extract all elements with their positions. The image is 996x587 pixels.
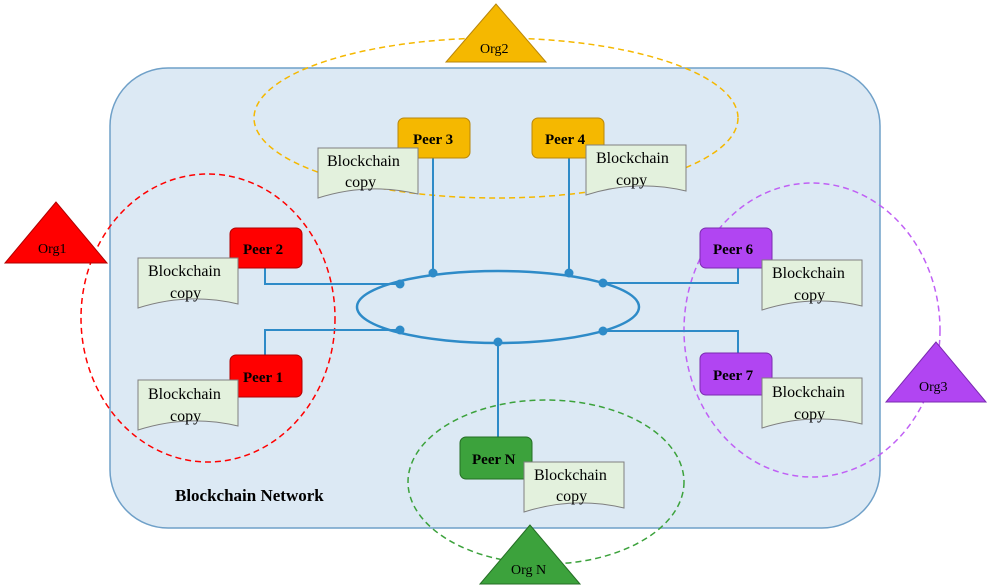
ring-node [395, 279, 405, 289]
peer-3-label: Peer 3 [413, 132, 453, 148]
peer-3-doc-line2: copy [345, 174, 376, 191]
ring-node [564, 268, 574, 278]
peer-1-group: Peer 1 Blockchain copy [137, 354, 303, 431]
peer-1-label: Peer 1 [243, 370, 283, 386]
peer-4-group: Peer 4 Blockchain copy [531, 117, 687, 196]
peer-7-box [699, 352, 773, 396]
org1-marker: Org1 [3, 201, 109, 264]
org1-boundary [80, 173, 336, 463]
peer-4-doc-line2: copy [616, 172, 647, 189]
peer-2-box [229, 227, 303, 269]
ring-node [428, 268, 438, 278]
org3-label: Org3 [919, 380, 948, 395]
org2-marker: Org2 [444, 3, 548, 63]
peer-4-label: Peer 4 [545, 132, 586, 148]
orgN-label: Org N [511, 563, 546, 578]
peer-n-doc-icon [523, 461, 625, 513]
peer-1-doc-line1: Blockchain [148, 386, 221, 403]
peer-n-label: Peer N [472, 452, 516, 468]
org1-label: Org1 [38, 242, 67, 257]
peer-n-doc-line2: copy [556, 488, 587, 505]
peer-1-doc-icon [137, 379, 239, 431]
link-peer1 [264, 329, 400, 355]
peer-7-doc-icon [761, 377, 863, 429]
peer-2-doc-line1: Blockchain [148, 263, 221, 280]
network-links [264, 158, 739, 437]
peer-2-label: Peer 2 [243, 242, 283, 258]
org2-label: Org2 [480, 42, 509, 57]
peer-2-doc-icon [137, 257, 239, 309]
org3-triangle [884, 341, 988, 403]
ring-node [395, 325, 405, 335]
ring-nodes [395, 268, 608, 347]
peer-6-box [699, 227, 773, 269]
org3-marker: Org3 [884, 341, 988, 403]
peer-6-label: Peer 6 [713, 242, 754, 258]
peer-4-doc-line1: Blockchain [596, 150, 669, 167]
peer-n-doc-line1: Blockchain [534, 467, 607, 484]
link-peer2 [264, 268, 400, 285]
ring-node [598, 278, 608, 288]
peer-n-box [459, 436, 533, 480]
peer-4-doc-icon [585, 144, 687, 196]
peer-7-label: Peer 7 [713, 368, 754, 384]
peer-1-doc-line2: copy [170, 408, 201, 425]
ring-node [598, 326, 608, 336]
peer-3-doc-icon [317, 147, 419, 199]
org1-triangle [3, 201, 109, 264]
peer-2-group: Peer 2 Blockchain copy [137, 227, 303, 309]
orgN-triangle [478, 524, 582, 585]
link-peer6 [603, 268, 739, 284]
ring-node [493, 337, 503, 347]
link-peer7 [603, 330, 739, 353]
peer-7-doc-line2: copy [794, 406, 825, 423]
peer-2-doc-line2: copy [170, 285, 201, 302]
peer-6-doc-line2: copy [794, 287, 825, 304]
peer-7-doc-line1: Blockchain [772, 384, 845, 401]
peer-3-group: Peer 3 Blockchain copy [317, 117, 471, 199]
org2-boundary [253, 37, 739, 199]
network-label: Blockchain Network [175, 486, 324, 505]
peer-6-doc-icon [761, 259, 863, 311]
peer-n-group: Peer N Blockchain copy [459, 436, 625, 513]
peer-1-box [229, 354, 303, 398]
org2-triangle [444, 3, 548, 63]
peer-6-group: Peer 6 Blockchain copy [699, 227, 863, 311]
peer-6-doc-line1: Blockchain [772, 265, 845, 282]
peer-7-group: Peer 7 Blockchain copy [699, 352, 863, 429]
orgN-marker: Org N [478, 524, 582, 585]
peer-3-doc-line1: Blockchain [327, 153, 400, 170]
